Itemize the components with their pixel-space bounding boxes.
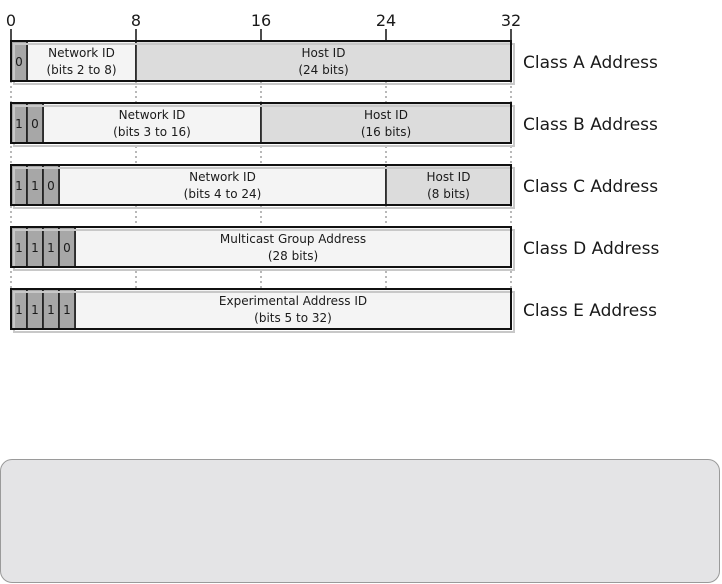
class-label: Class C Address	[523, 177, 658, 197]
field-name: Multicast Group Address	[220, 232, 366, 246]
tick-label: 32	[501, 11, 521, 30]
row-shadow	[13, 105, 515, 147]
address-field	[74, 226, 512, 268]
class-label: Class A Address	[523, 53, 658, 73]
field-bits: (28 bits)	[268, 249, 318, 263]
tick-label: 16	[251, 11, 271, 30]
leading-bit-value: 0	[47, 179, 55, 193]
row-shadow	[13, 229, 515, 271]
row-border	[10, 288, 512, 330]
field-name: Host ID	[427, 170, 471, 184]
bit-position-ticks: 0 8 16 24 32	[6, 11, 521, 41]
field-name: Network ID	[189, 170, 256, 184]
field-bits: (bits 4 to 24)	[184, 187, 262, 201]
bit-boundary-guides	[10, 41, 512, 329]
leading-bit-value: 1	[31, 303, 39, 317]
field-name: Experimental Address ID	[219, 294, 367, 308]
tick-label: 24	[376, 11, 396, 30]
leading-bit-value: 1	[31, 241, 39, 255]
field-name: Host ID	[364, 108, 408, 122]
leading-bit-value: 1	[15, 303, 23, 317]
leading-bit-value: 0	[63, 241, 71, 255]
row-border	[10, 226, 512, 268]
field-name: Host ID	[302, 46, 346, 60]
tick-label: 8	[131, 11, 141, 30]
row-border	[10, 164, 512, 206]
tick-label: 0	[6, 11, 16, 30]
leading-bit-value: 1	[31, 179, 39, 193]
leading-bit-value: 1	[15, 241, 23, 255]
ip-address-class-diagram: 0 8 16 24 32 Network ID (bits 2 to 8) Host ID (…	[6, 11, 659, 333]
address-class-rows: Network ID (bits 2 to 8) Host ID (24 bits) 0…	[10, 40, 659, 333]
row-shadow	[13, 291, 515, 333]
caption-panel	[0, 459, 720, 583]
field-bits: (bits 2 to 8)	[46, 63, 116, 77]
address-field	[58, 164, 387, 206]
class-label: Class E Address	[523, 301, 657, 321]
field-bits: (24 bits)	[298, 63, 348, 77]
leading-bit-value: 0	[31, 117, 39, 131]
address-class-row: Network ID (bits 2 to 8) Host ID (24 bits) 0…	[10, 40, 658, 85]
field-bits: (16 bits)	[361, 125, 411, 139]
leading-bit-value: 1	[15, 117, 23, 131]
field-name: Network ID	[48, 46, 115, 60]
address-field	[135, 40, 512, 82]
leading-bit-value: 1	[15, 179, 23, 193]
class-label: Class B Address	[523, 115, 658, 135]
leading-bit-value: 0	[15, 55, 23, 69]
row-shadow	[13, 167, 515, 209]
field-bits: (8 bits)	[427, 187, 470, 201]
field-bits: (bits 5 to 32)	[254, 311, 332, 325]
row-border	[10, 40, 512, 82]
leading-bit-value: 1	[63, 303, 71, 317]
address-field	[74, 288, 512, 330]
class-label: Class D Address	[523, 239, 659, 259]
address-class-row: Network ID (bits 3 to 16) Host ID (16 bits)…	[10, 102, 658, 147]
leading-bit-value: 1	[47, 241, 55, 255]
row-shadow	[13, 43, 515, 85]
row-border	[10, 102, 512, 144]
leading-bit-value: 1	[47, 303, 55, 317]
address-class-row: Network ID (bits 4 to 24) Host ID (8 bits) 1…	[10, 164, 658, 209]
field-name: Network ID	[119, 108, 186, 122]
field-bits: (bits 3 to 16)	[113, 125, 191, 139]
